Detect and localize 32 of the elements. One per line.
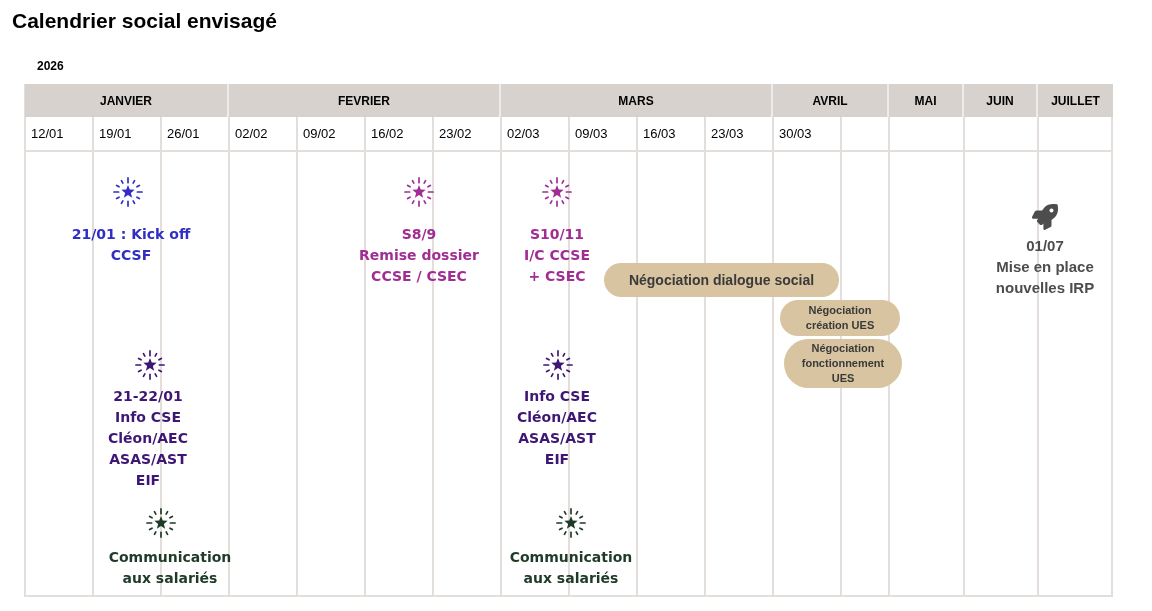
year-label: 2026 — [37, 58, 64, 74]
event-text: 21-22/01 Info CSE Cléon/AEC ASAS/AST EIF — [107, 387, 189, 490]
date-label: 09/03 — [575, 125, 608, 143]
date-label: 23/02 — [439, 125, 472, 143]
timeline-bar: Négociation dialogue social — [604, 263, 839, 297]
event-text: 01/07 Mise en place nouvelles IRP — [994, 236, 1096, 298]
date-label: 12/01 — [31, 125, 64, 143]
date-label: 09/02 — [303, 125, 336, 143]
month-header: JUILLET — [1038, 84, 1113, 117]
date-label: 26/01 — [167, 125, 200, 143]
date-label: 02/03 — [507, 125, 540, 143]
date-label: 16/03 — [643, 125, 676, 143]
timeline-bar: Négociation création UES — [780, 300, 900, 336]
date-label: 16/02 — [371, 125, 404, 143]
month-header: FEVRIER — [229, 84, 501, 117]
month-header: JANVIER — [25, 84, 229, 117]
timeline-bar: Négociation fonctionnement UES — [784, 339, 902, 388]
date-label: 23/03 — [711, 125, 744, 143]
month-header: AVRIL — [773, 84, 889, 117]
date-label: 19/01 — [99, 125, 132, 143]
event-text: S8/9 Remise dossier CCSE / CSEC — [358, 225, 480, 286]
event-text: S10/11 I/C CCSE + CSEC — [523, 225, 591, 286]
event-text: 21/01 : Kick off CCSF — [70, 225, 192, 265]
event-text: Communication aux salariés — [107, 548, 233, 588]
event-text: Info CSE Cléon/AEC ASAS/AST EIF — [516, 387, 598, 469]
date-label: 02/02 — [235, 125, 268, 143]
date-label: 30/03 — [779, 125, 812, 143]
page-title: Calendrier social envisagé — [12, 8, 277, 34]
month-header: JUIN — [964, 84, 1038, 117]
month-header: MARS — [501, 84, 773, 117]
event-text: Communication aux salariés — [508, 548, 634, 588]
month-header: MAI — [889, 84, 964, 117]
